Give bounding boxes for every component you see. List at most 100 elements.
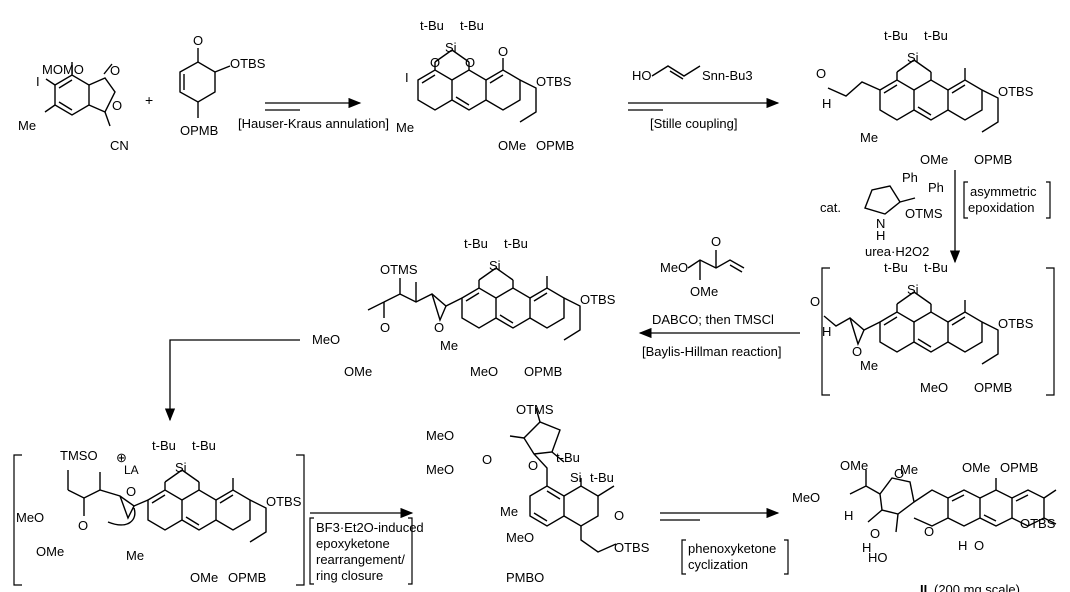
epoxide-intermediate: t-Bu t-Bu Si O H O Me OTBS MeO OPMB: [810, 260, 1034, 395]
stannane-reagent: HO Snn-Bu3: [632, 65, 753, 83]
meo-label: MeO: [660, 260, 688, 275]
si-label: Si: [445, 40, 457, 55]
meo-label: MeO: [16, 510, 44, 525]
h-label: H: [862, 540, 871, 555]
iodo-label: I: [36, 74, 40, 89]
me-label: Me: [440, 338, 458, 353]
ketone-o: O: [380, 320, 390, 335]
bridge-o: O: [894, 466, 904, 481]
opmb-label: OPMB: [536, 138, 574, 153]
aldehyde-h: H: [822, 324, 831, 339]
cn-label: CN: [110, 138, 129, 153]
opmb-label: OPMB: [180, 123, 218, 138]
connector-arrow: [164, 339, 300, 422]
me-label: Me: [500, 504, 518, 519]
otms-label: OTMS: [516, 402, 554, 417]
me-label: Me: [860, 358, 878, 373]
me-label: Me: [860, 130, 878, 145]
ome-label: OMe: [962, 460, 990, 475]
h-label: H: [876, 228, 885, 243]
o-label: O: [465, 55, 475, 70]
bridge-o: O: [870, 526, 880, 541]
opmb-label: OPMB: [524, 364, 562, 379]
otbs-label: OTBS: [536, 74, 572, 89]
si-label: Si: [907, 50, 919, 65]
enal-compound-3: t-Bu t-Bu Si O H Me OTBS OMe OPMB: [816, 28, 1034, 167]
o-label: O: [110, 63, 120, 78]
otms-label: OTMS: [380, 262, 418, 277]
tbu-label: t-Bu: [924, 260, 948, 275]
epoxide-o: O: [126, 484, 136, 499]
bh-reagent-label: DABCO; then TMSCl: [652, 312, 774, 327]
ome-label: OMe: [690, 284, 718, 299]
si-label: Si: [489, 258, 501, 273]
iodo-label: I: [405, 70, 409, 85]
charge-plus: ⊕: [116, 450, 127, 465]
meo-label: MeO: [920, 380, 948, 395]
activated-intermediate-bracket: [13, 454, 305, 586]
tbu-label: t-Bu: [192, 438, 216, 453]
baylis-hillman-product: t-Bu t-Bu Si OTMS OTBS O O Me MeO OMe Me…: [312, 236, 616, 379]
me-label: Me: [126, 548, 144, 563]
ph-label: Ph: [928, 180, 944, 195]
otbs-label: OTBS: [1020, 516, 1056, 531]
ketone-o: O: [614, 508, 624, 523]
bridge-o: O: [924, 524, 934, 539]
silylene-anthracenone-2: t-Bu t-Bu Si O O O I Me OTBS OMe OPMB: [396, 18, 574, 153]
epoxide-o: O: [852, 344, 862, 359]
otms-label: OTMS: [905, 206, 943, 221]
ketone-o: O: [498, 44, 508, 59]
meo-label: MeO: [470, 364, 498, 379]
bf3-label-4: ring closure: [316, 568, 383, 583]
ketone-o: O: [78, 518, 88, 533]
otbs-label: OTBS: [998, 84, 1034, 99]
ketone-o: O: [974, 538, 984, 553]
meo-label: MeO: [426, 428, 454, 443]
opmb-label: OPMB: [1000, 460, 1038, 475]
plus-sign: +: [145, 92, 153, 108]
n-label: N: [876, 216, 885, 231]
intermediate-bracket: [821, 267, 1055, 396]
momo-label: MOMO: [42, 62, 84, 77]
si-label: Si: [570, 470, 582, 485]
si-label: Si: [175, 460, 187, 475]
hauser-kraus-label: [Hauser-Kraus annulation]: [238, 116, 389, 131]
ketone-o: O: [711, 234, 721, 249]
h-label: H: [844, 508, 853, 523]
ho-label: HO: [868, 550, 888, 565]
o-label: O: [430, 55, 440, 70]
bh-name-label: [Baylis-Hillman reaction]: [642, 344, 781, 359]
bf3-label-3: rearrangement/: [316, 552, 405, 567]
otbs-label: OTBS: [998, 316, 1034, 331]
tbu-label: t-Bu: [152, 438, 176, 453]
meo-label: MeO: [312, 332, 340, 347]
aldehyde-o: O: [816, 66, 826, 81]
tbu-label: t-Bu: [420, 18, 444, 33]
ome-label: OMe: [344, 364, 372, 379]
me-label: Me: [396, 120, 414, 135]
otbs-label: OTBS: [580, 292, 616, 307]
tbu-label: t-Bu: [464, 236, 488, 251]
lewis-acid-label: LA: [124, 463, 139, 477]
meo-label: MeO: [506, 530, 534, 545]
ho-label: HO: [632, 68, 652, 83]
otbs-label: OTBS: [266, 494, 302, 509]
tbu-label: t-Bu: [504, 236, 528, 251]
organocatalyst: cat. Ph Ph OTMS N H urea·H2O2: [820, 170, 944, 259]
ome-label: OMe: [920, 152, 948, 167]
tbu-label: t-Bu: [884, 260, 908, 275]
ome-label: OMe: [190, 570, 218, 585]
lewis-acid-activated-intermediate: t-Bu t-Bu Si TMSO LA ⊕ O O MeO OMe Me OT…: [16, 438, 302, 585]
phen-label-2: cyclization: [688, 557, 748, 572]
otbs-label: OTBS: [230, 56, 266, 71]
aldehyde-o: O: [810, 294, 820, 309]
urea-label: urea·H2O2: [865, 244, 929, 259]
otbs-label: OTBS: [614, 540, 650, 555]
opmb-label: OPMB: [974, 380, 1012, 395]
ph-label: Ph: [902, 170, 918, 185]
asym-label-2: epoxidation: [968, 200, 1035, 215]
bicyclic-ketal-product: OTMS MeO MeO O O t-Bu t-Bu Si Me O OTBS …: [426, 402, 650, 585]
me-label: Me: [900, 462, 918, 477]
epoxide-o: O: [434, 320, 444, 335]
